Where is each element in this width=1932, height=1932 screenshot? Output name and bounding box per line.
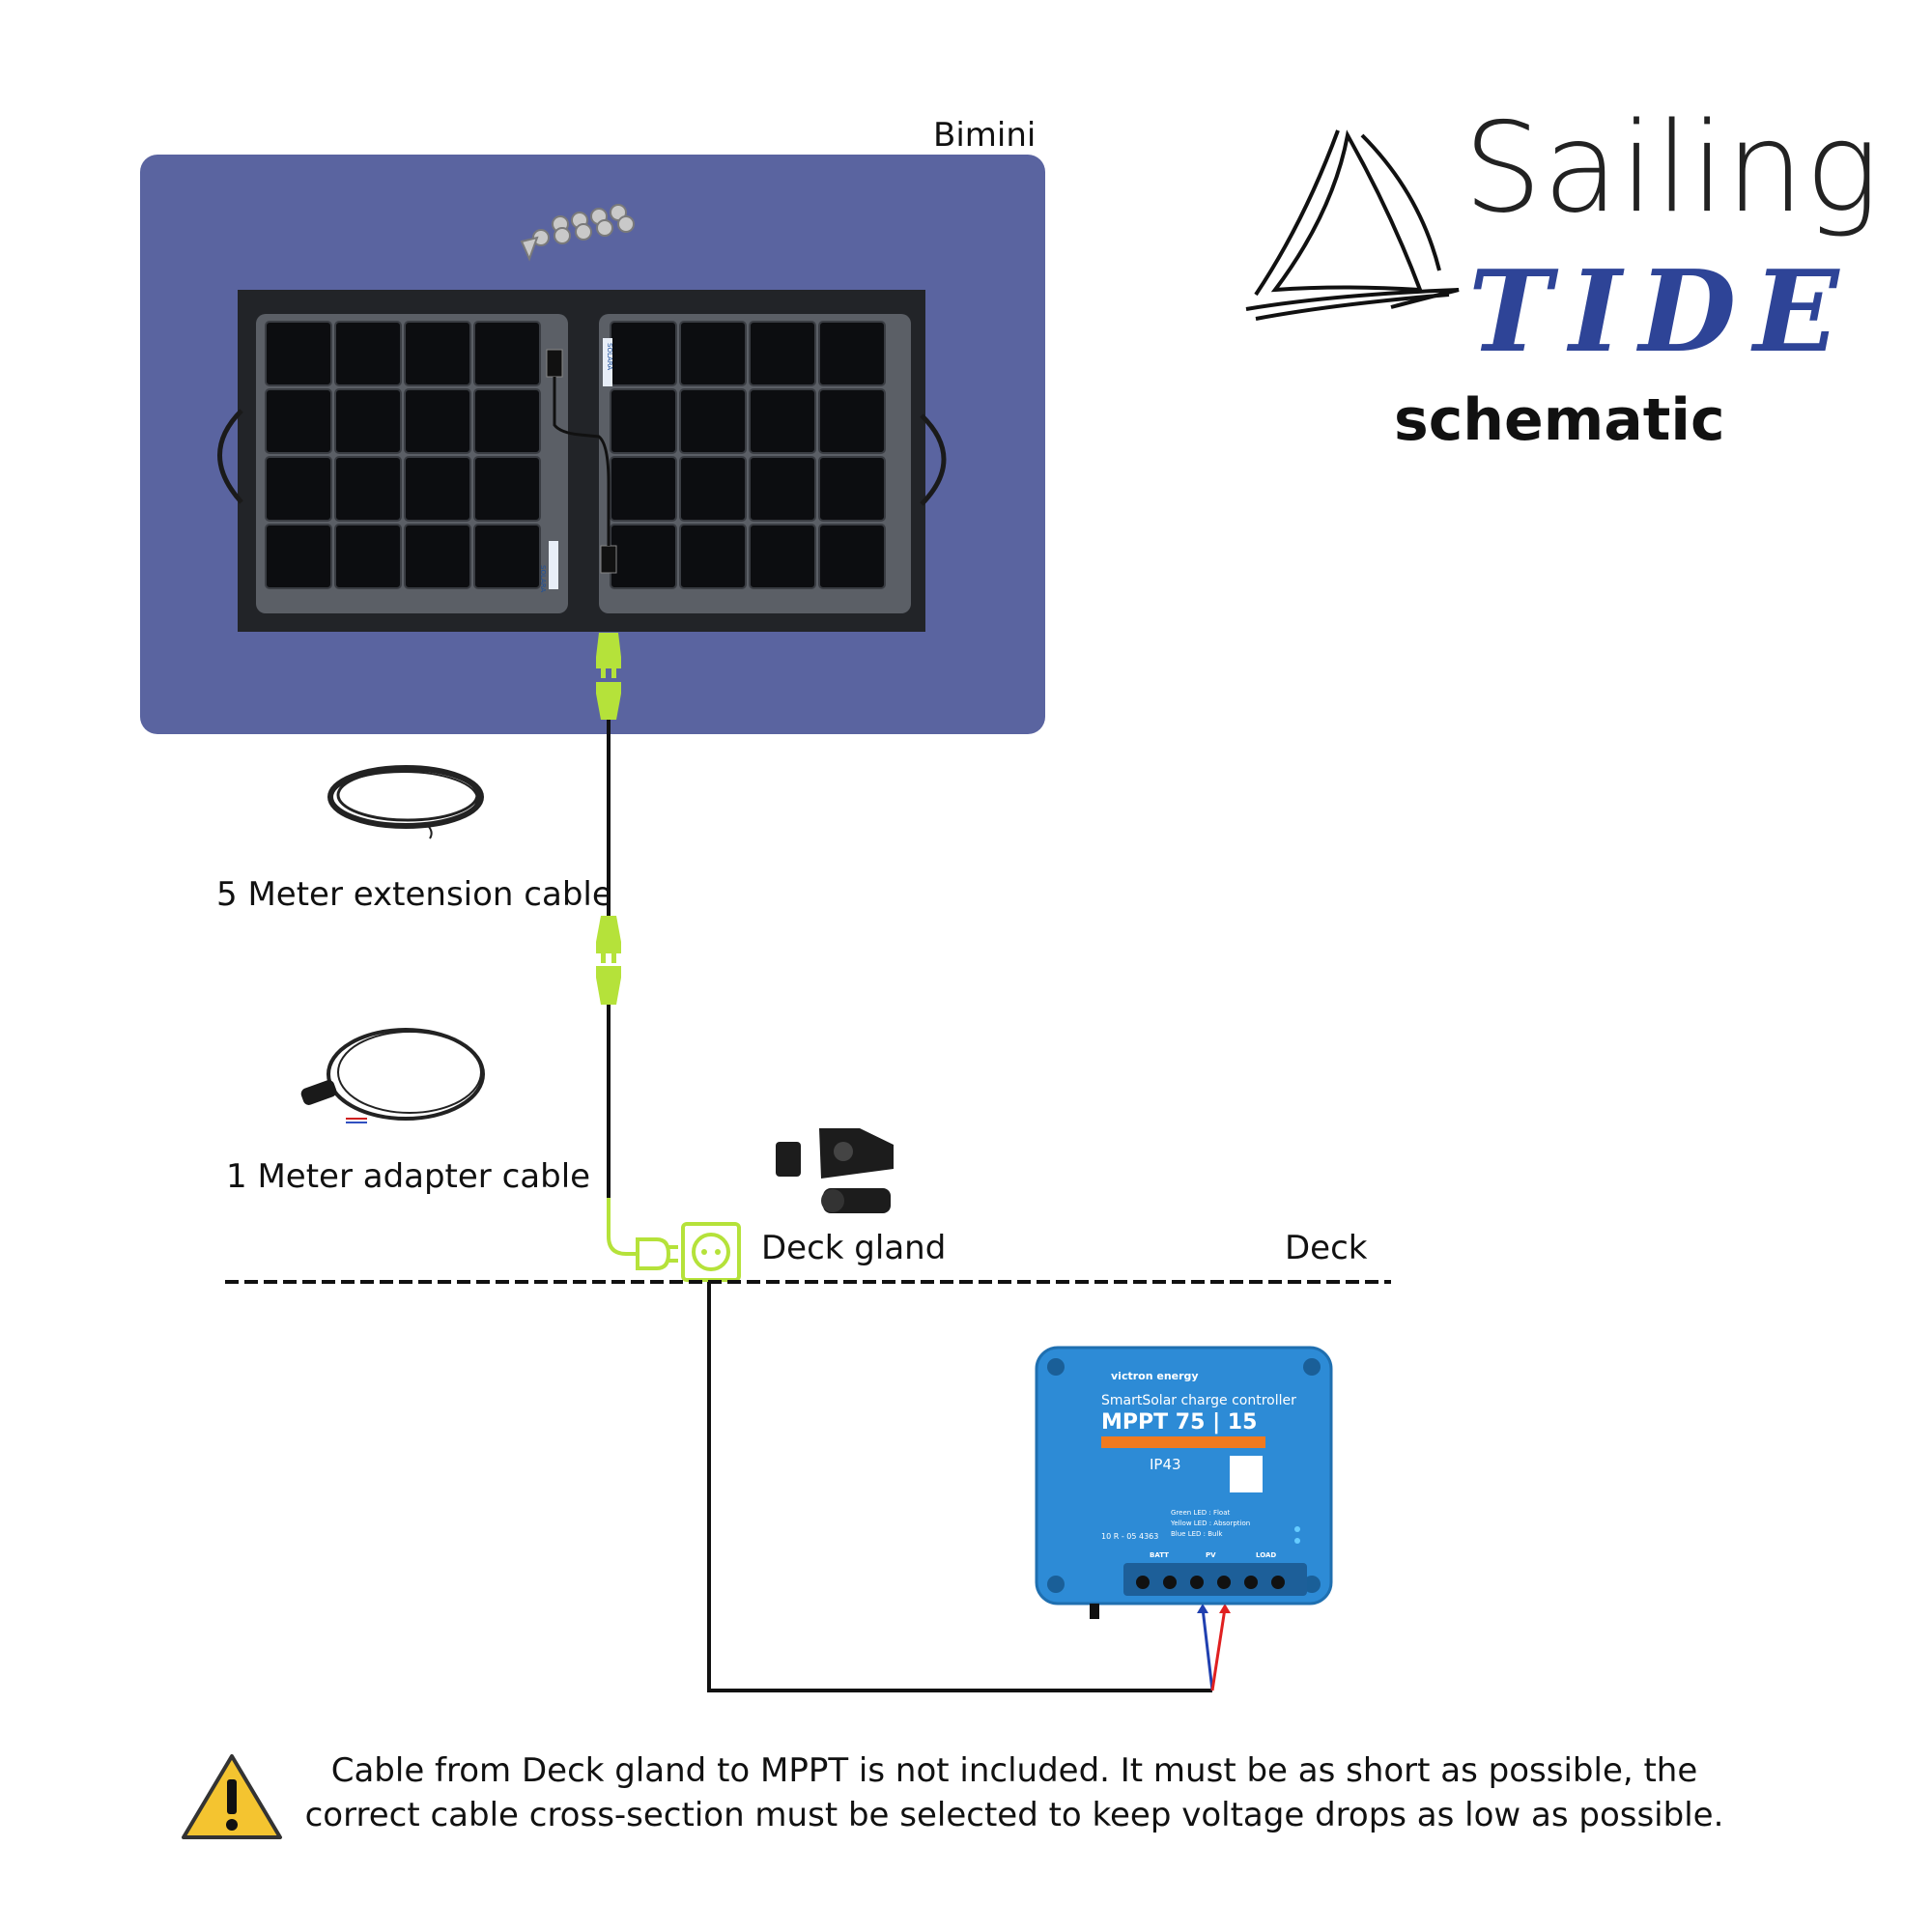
mppt-led-blue: Blue LED : Bulk bbox=[1171, 1530, 1223, 1538]
panel-handle-left bbox=[217, 409, 243, 504]
mppt-rating: IP43 bbox=[1150, 1456, 1181, 1473]
solar-cell-right bbox=[749, 456, 816, 522]
mc4-connector-top bbox=[596, 633, 621, 720]
solar-cell-right bbox=[818, 524, 886, 589]
panel-tag-left: SOLARA bbox=[539, 565, 547, 593]
mppt-terminal-load: LOAD bbox=[1256, 1551, 1277, 1559]
solar-cell-right bbox=[749, 524, 816, 589]
solar-cell-left bbox=[473, 388, 541, 454]
solar-cell-left bbox=[404, 456, 471, 522]
solar-cell-right bbox=[679, 321, 747, 386]
solar-cell-right bbox=[679, 456, 747, 522]
bimini-label: Bimini bbox=[933, 116, 1037, 155]
solar-cell-right bbox=[818, 321, 886, 386]
solar-cell-right bbox=[610, 388, 677, 454]
mppt-model: MPPT 75 | 15 bbox=[1101, 1410, 1258, 1435]
panel-handle-right bbox=[920, 413, 947, 506]
solar-cell-right bbox=[818, 456, 886, 522]
solar-cell-right bbox=[679, 524, 747, 589]
solar-cell-right bbox=[610, 524, 677, 589]
solar-panel bbox=[217, 290, 947, 632]
adapter-cable-end bbox=[607, 1198, 638, 1256]
panel-tag-right: SOLARA bbox=[606, 343, 613, 371]
deck-gland-hardware-icon bbox=[776, 1128, 894, 1213]
mppt-terminal-pv: PV bbox=[1206, 1551, 1216, 1559]
page-title: schematic bbox=[1394, 386, 1725, 454]
solar-cell-left bbox=[404, 524, 471, 589]
mppt-negative-wire bbox=[1201, 1607, 1214, 1691]
mppt-positive-wire bbox=[1210, 1607, 1227, 1691]
mppt-brand: victron energy bbox=[1111, 1370, 1199, 1382]
solar-cell-left bbox=[404, 321, 471, 386]
solar-cell-left bbox=[334, 524, 402, 589]
mounting-screws-icon bbox=[520, 204, 635, 262]
solar-cell-right bbox=[610, 321, 677, 386]
solar-cell-right bbox=[610, 456, 677, 522]
plug-icon bbox=[636, 1237, 678, 1270]
deck-label: Deck bbox=[1285, 1229, 1368, 1267]
solar-cell-right bbox=[679, 388, 747, 454]
solar-cell-left bbox=[334, 456, 402, 522]
solar-cell-left bbox=[265, 524, 332, 589]
gland-to-mppt-cable bbox=[707, 1282, 1212, 1692]
extension-cable-label: 5 Meter extension cable bbox=[216, 875, 612, 914]
deck-gland-socket-icon bbox=[681, 1222, 741, 1282]
mppt-terminal-batt: BATT bbox=[1150, 1551, 1169, 1559]
extension-cable-coil-icon bbox=[327, 765, 484, 839]
solar-cell-left bbox=[265, 388, 332, 454]
solar-cell-left bbox=[334, 388, 402, 454]
deck-gland-label: Deck gland bbox=[761, 1229, 947, 1267]
brand-tide: TIDE bbox=[1468, 246, 1857, 378]
warning-text: Cable from Deck gland to MPPT is not inc… bbox=[304, 1751, 1724, 1834]
mppt-serial: 10 R - 05 4363 bbox=[1101, 1532, 1159, 1541]
mppt-charge-controller bbox=[1035, 1346, 1333, 1619]
mppt-led-green: Green LED : Float bbox=[1171, 1509, 1231, 1517]
solar-cell-right bbox=[749, 388, 816, 454]
adapter-cable-label: 1 Meter adapter cable bbox=[226, 1157, 591, 1196]
solar-cell-right bbox=[749, 321, 816, 386]
solar-cell-left bbox=[404, 388, 471, 454]
mppt-product: SmartSolar charge controller bbox=[1101, 1393, 1296, 1408]
brand-sailing: Sailing bbox=[1463, 97, 1881, 241]
solar-cell-left bbox=[334, 321, 402, 386]
mc4-connector-middle bbox=[596, 916, 621, 1005]
mppt-led-yellow: Yellow LED : Absorption bbox=[1171, 1520, 1251, 1527]
solar-cell-left bbox=[473, 456, 541, 522]
solar-cell-left bbox=[265, 456, 332, 522]
warning-triangle-icon bbox=[182, 1754, 282, 1839]
solar-cell-left bbox=[473, 524, 541, 589]
solar-cell-left bbox=[473, 321, 541, 386]
adapter-cable-coil-icon bbox=[300, 1028, 485, 1123]
sailboat-logo-icon bbox=[1245, 129, 1460, 321]
solar-cell-right bbox=[818, 388, 886, 454]
solar-cell-left bbox=[265, 321, 332, 386]
